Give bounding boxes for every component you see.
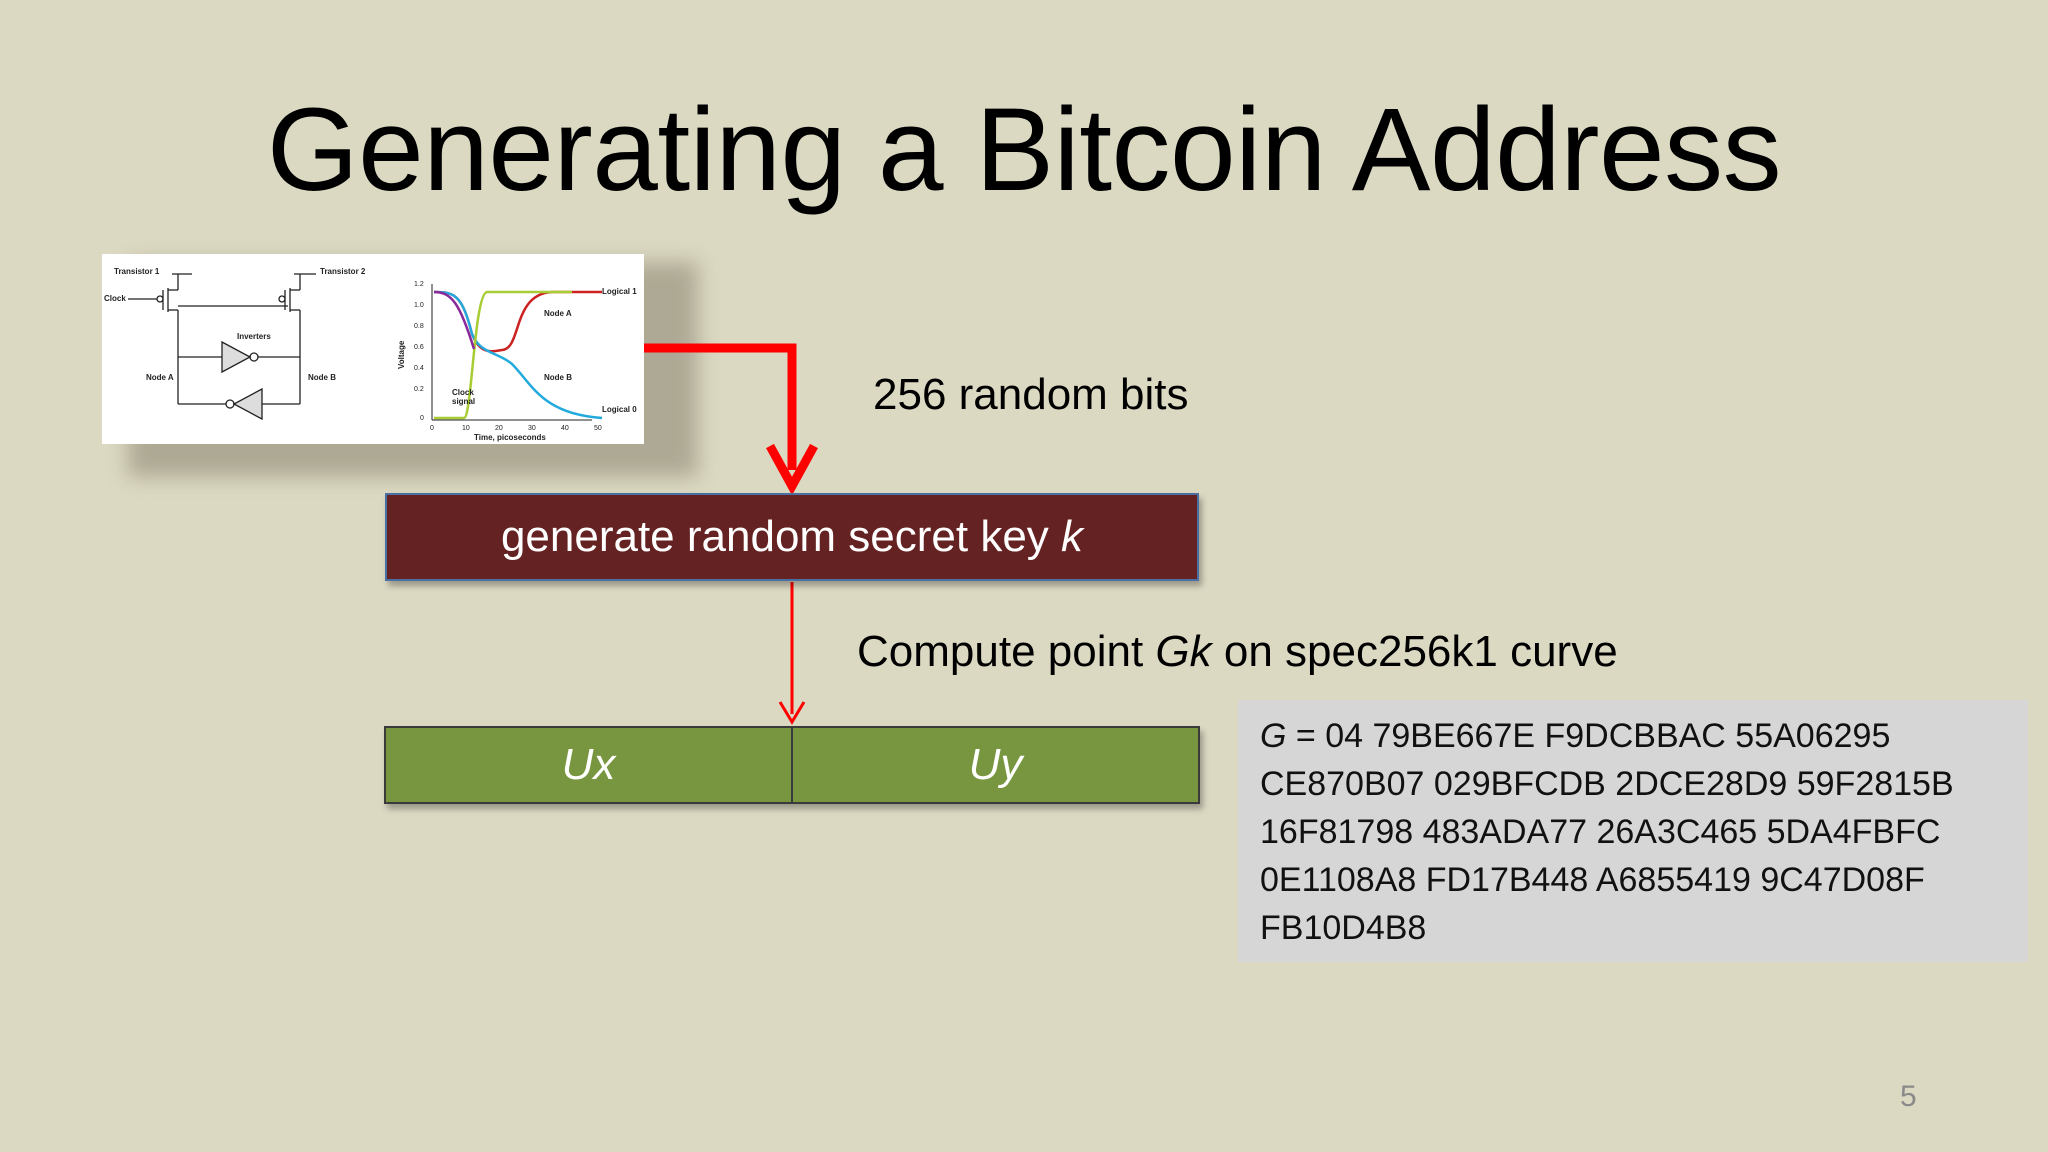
y-tick: 0.8 <box>414 323 424 330</box>
y-tick: 0.6 <box>414 344 424 351</box>
ux-cell: Ux <box>386 728 791 802</box>
clock-curve <box>434 290 572 420</box>
slide-title: Generating a Bitcoin Address <box>266 84 1782 216</box>
x-tick: 0 <box>430 425 434 432</box>
g-var: G <box>1260 717 1287 755</box>
g-line: G = 04 79BE667E F9DCBBAC 55A06295 <box>1260 717 1891 755</box>
transistor1-label: Transistor 1 <box>114 267 160 276</box>
plot-axes <box>431 284 592 421</box>
y-tick: 0.2 <box>414 386 424 393</box>
node-a-label: Node A <box>146 373 174 382</box>
y-tick: 0.4 <box>414 365 424 372</box>
clock-label: Clock <box>104 294 126 303</box>
logical1-label: Logical 1 <box>602 287 637 296</box>
curve-node-a-label: Node A <box>544 309 572 318</box>
clock-signal-label: signal <box>452 397 475 406</box>
g-line: 0E1108A8 FD17B448 A6855419 9C47D08F <box>1260 861 1925 899</box>
keygen-box: generate random secret key k <box>385 493 1199 581</box>
bits-arrowhead <box>766 443 818 496</box>
random-bits-label: 256 random bits <box>873 370 1189 419</box>
g-line: 16F81798 483ADA77 26A3C465 5DA4FBFC <box>1260 813 1941 851</box>
x-tick: 10 <box>462 425 470 432</box>
x-axis-label: Time, picoseconds <box>474 433 546 442</box>
page-number: 5 <box>1900 1080 1917 1113</box>
circuit-figure: Transistor 1 Transistor 2 Clock <box>102 254 644 444</box>
transition-curve <box>433 290 476 350</box>
compute-var: Gk <box>1155 627 1212 676</box>
keygen-var: k <box>1061 512 1084 561</box>
y-axis-label: Voltage <box>397 340 406 369</box>
compute-arrowhead <box>778 701 806 725</box>
x-tick: 40 <box>561 425 569 432</box>
y-tick: 1.2 <box>414 281 424 288</box>
g-line: FB10D4B8 <box>1260 909 1427 947</box>
node-b-curve <box>433 290 603 420</box>
x-tick: 30 <box>528 425 536 432</box>
curve-node-b-label: Node B <box>544 373 572 382</box>
logical0-label: Logical 0 <box>602 405 637 414</box>
node-b-label: Node B <box>308 373 336 382</box>
y-tick: 1.0 <box>414 302 424 309</box>
inverters-label: Inverters <box>237 332 271 341</box>
compute-label: Compute point Gk on spec256k1 curve <box>857 627 1618 676</box>
public-point-box: Ux Uy <box>384 726 1200 804</box>
g-line: CE870B07 029BFCDB 2DCE28D9 59F2815B <box>1260 765 1954 803</box>
x-tick: 50 <box>594 425 602 432</box>
keygen-text: generate random secret key k <box>500 512 1084 561</box>
bits-arrow <box>644 343 797 470</box>
generator-point-panel: G = 04 79BE667E F9DCBBAC 55A06295 CE870B… <box>1238 700 2028 962</box>
transistor2-label: Transistor 2 <box>320 267 366 276</box>
y-tick: 0 <box>420 415 424 422</box>
circuit-wires <box>128 273 316 421</box>
x-tick: 20 <box>495 425 503 432</box>
uy-cell: Uy <box>791 728 1198 802</box>
clock-signal-label: Clock <box>452 388 474 397</box>
